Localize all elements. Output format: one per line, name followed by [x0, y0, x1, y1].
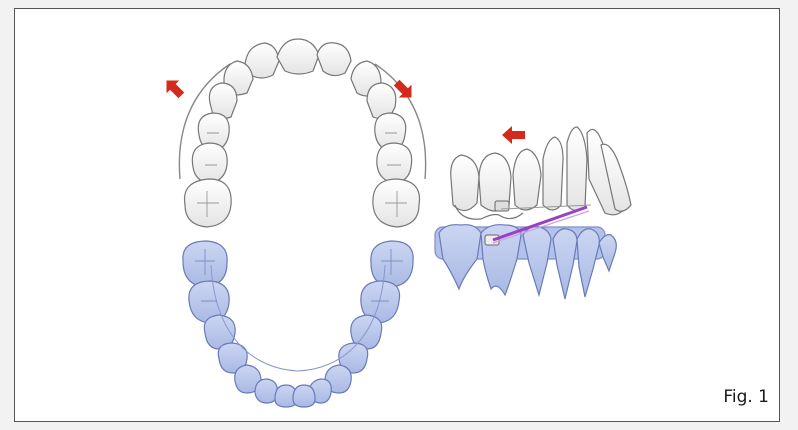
upper-arch	[179, 39, 425, 227]
figure-caption: Fig. 1	[723, 387, 769, 407]
dental-illustration	[15, 9, 781, 423]
arrow-mesial-icon	[502, 126, 525, 144]
lower-arch	[183, 241, 413, 407]
figure-frame: Fig. 1	[14, 8, 780, 422]
arrow-left-icon	[160, 74, 188, 102]
lateral-view	[435, 126, 631, 299]
